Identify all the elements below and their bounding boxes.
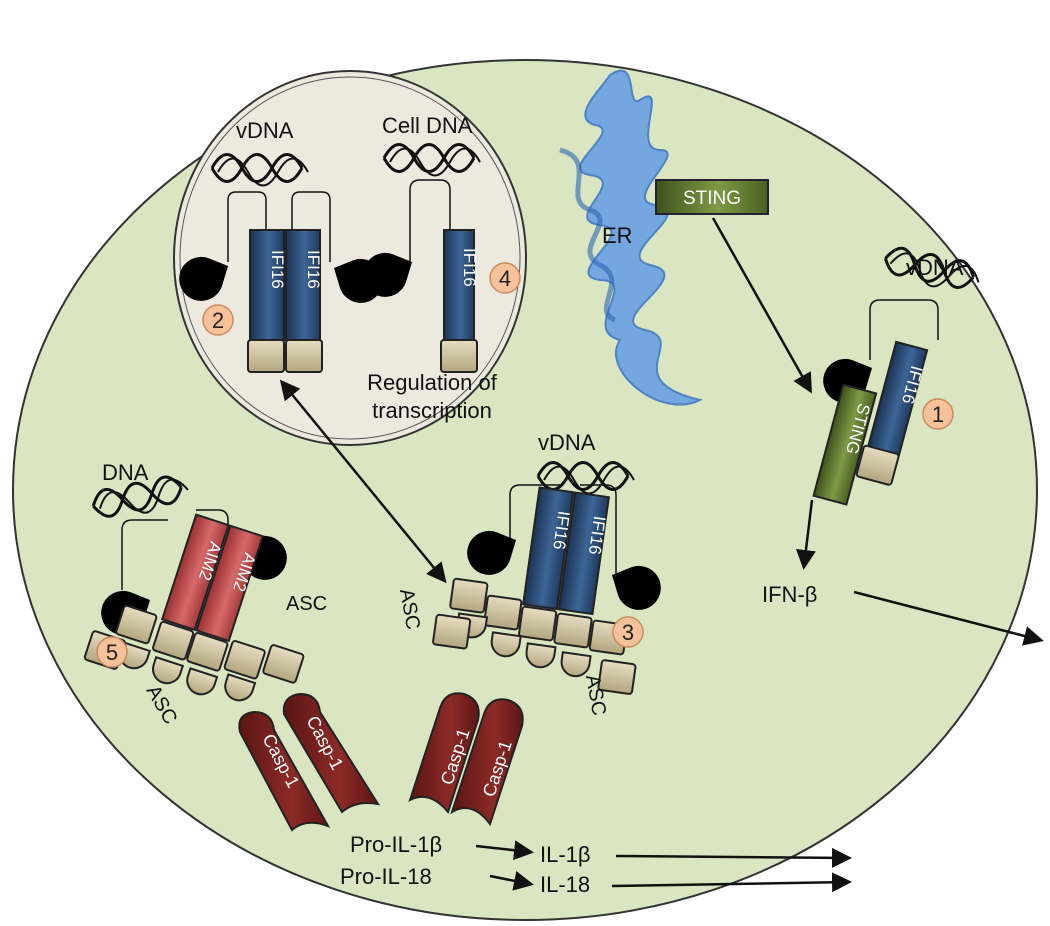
badge-2 [202,304,234,336]
ifi16-label: IFI16 [460,248,479,287]
vdna-bottom-label: vDNA [538,430,596,455]
ifi16-label: IFI16 [304,250,323,289]
cell-dna-label: Cell DNA [382,113,473,138]
casp1-pair-3: Casp-1 Casp-1 [408,692,524,827]
pro-il1b-label: Pro-IL-1β [350,832,442,857]
arrow-nucleus-cytoplasm [279,379,447,584]
badge-5-label: 5 [106,640,118,665]
regulation-line1: Regulation of [367,370,498,395]
ifi16-dimer-nucleus: IFI16 IFI16 [247,229,323,373]
arrow-ifnb-secretion [853,590,1044,646]
badge-4-label: 4 [499,266,511,291]
badge-1 [922,398,954,430]
ifi16-inflammasome: IFI16 IFI16 [431,486,637,696]
vdna-nucleus-label: vDNA [236,118,294,143]
ifnb-label: IFN-β [762,582,817,607]
arrow-il1b-secretion [615,847,852,868]
sting-top: STING [655,179,769,215]
er-label: ER [602,223,633,248]
casp1-pair-5: Casp-1 Casp-1 [238,692,381,832]
arrow-il18-processing [489,871,534,891]
aim2-inflammasome: AIM2 AIM2 [83,513,306,705]
asc-label-5a: ASC [286,593,327,615]
arrow-to-ifnb [795,499,816,570]
badge-5 [96,636,128,668]
sting-top-label: STING [683,188,741,209]
arrow-il1b-processing [475,840,534,861]
il18-label: IL-18 [540,872,590,897]
regulation-line2: transcription [372,398,492,423]
il1b-label: IL-1β [540,842,591,867]
cell-body [12,59,1038,921]
badge-3 [612,616,644,648]
ifi16-monomer: IFI16 [440,229,479,373]
er-membrane [559,69,703,406]
badge-1-label: 1 [932,402,944,427]
pro-il18-label: Pro-IL-18 [340,864,432,889]
arrow-il18-secretion [611,872,852,893]
badge-2-label: 2 [212,308,224,333]
dna-aim2-label: DNA [102,460,149,485]
arrow-sting-translocation [711,217,812,394]
badge-4 [489,262,521,294]
ifi16-label: IFI16 [268,250,287,289]
badge-3-label: 3 [622,620,634,645]
